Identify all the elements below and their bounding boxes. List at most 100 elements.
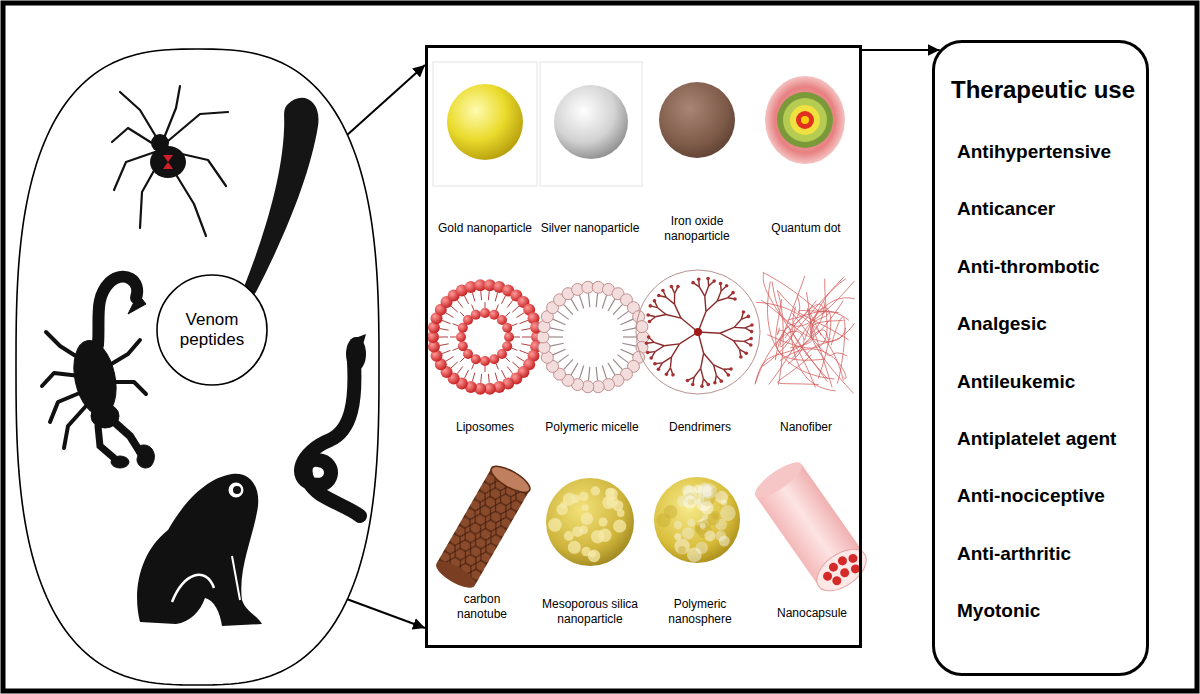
dendrimer-figure [731,291,735,295]
dendrimer-figure [645,341,649,345]
polymeric-nanosphere-figure [674,533,681,540]
liposome-figure [457,300,462,307]
center-label: Venom peptides [168,310,256,350]
dendrimer-figure [701,353,704,368]
liposome-figure [460,358,464,362]
dendrimer-figure [661,289,665,293]
nanofiber-figure [772,281,854,326]
dendrimer-figure [671,373,675,377]
liposome-figure [506,358,510,362]
liposome-figure [501,296,505,304]
micelle-figure [596,367,597,381]
scorpion-figure [135,445,154,468]
scorpion-figure [42,277,154,468]
dendrimer-figure [636,270,760,394]
nanocarrier-item: Polymeric micelle [540,420,644,435]
spider-figure [163,155,173,169]
spider-figure [112,86,228,236]
dendrimer-figure [657,368,661,372]
dendrimer-figure [676,285,680,289]
mesoporous-silica-figure [591,530,605,544]
nanocarrier-item: Dendrimers [650,420,750,435]
liposome-figure [472,364,474,370]
figure-frame [3,3,1197,691]
mesoporous-silica-figure [588,550,601,563]
micelle-figure [564,304,573,314]
liposome-figure [501,370,505,378]
dendrimer-figure [694,368,700,377]
dendrimer-figure [646,313,650,317]
silver-nanoparticle-figure [554,85,628,159]
polymeric-nanosphere-figure [682,527,694,539]
liposome-figure [480,374,482,383]
dendrimer-figure [704,353,714,365]
quantum-dot-figure [765,76,845,164]
liposome-figure [516,313,524,318]
therapeutic-item: Antileukemic [957,370,1075,394]
scorpion-figure [108,340,140,366]
micelle-figure [608,363,615,375]
dendrimer-figure [653,299,657,303]
micelle-figure [617,311,628,319]
dendrimer-figure [648,320,652,324]
carrier-label: Polymeric nanosphere [655,597,745,627]
spider-figure [168,112,228,141]
spider-figure [172,168,206,236]
flow-arrow [862,49,940,51]
spider-figure [114,152,155,190]
micelle-figure [636,321,648,333]
carrier-label: Nanofiber [756,420,856,435]
leech-figure [243,98,318,297]
liposome-figure [521,344,530,346]
nanocarrier-item: Polymeric nanosphere [655,597,745,627]
leech-figure [243,98,318,297]
therapeutic-item: Analgesic [957,312,1047,336]
liposome-figure [480,356,490,366]
liposome-figure [440,329,449,331]
nanocapsule-figure [819,549,865,591]
polymeric-nanosphere-figure [701,483,717,499]
quantum-dot-figure [777,92,833,148]
dendrimer-figure [647,335,651,339]
frog-figure [232,556,240,600]
dendrimer-figure [727,373,731,377]
gold-nanoparticle-figure [433,62,537,186]
therapeutic-item: Myotonic [957,599,1040,623]
mesoporous-silica-figure [548,518,562,532]
iron-oxide-figure [659,82,735,158]
polymeric-nanosphere-figure [694,485,702,493]
polymeric-nanosphere-figure [687,519,695,527]
venom-peptide-circle: Venom peptides [156,274,268,386]
mesoporous-silica-figure [572,526,583,537]
dendrimer-figure [691,281,695,285]
liposome-figure [471,310,481,320]
liposome-figure [521,329,530,331]
polymeric-nanosphere-figure [684,495,697,508]
dendrimer-figure [649,356,653,360]
dendrimer-figure [697,278,701,282]
liposome-figure [460,312,464,316]
nanocapsule-figure [821,570,834,583]
spider-figure [164,86,180,138]
dendrimer-figure [666,297,674,304]
liposome-figure [514,337,520,338]
nanofiber-figure [810,313,853,393]
mesoporous-silica-figure [560,502,567,509]
nanofiber-figure [807,308,832,387]
dendrimer-figure [666,314,681,318]
nanocarrier-panel: Gold nanoparticleSilver nanoparticleIron… [425,45,862,648]
dendrimer-figure [657,294,661,298]
spider-figure [150,146,186,178]
dendrimer-figure [691,383,695,387]
cobra-figure [301,362,360,516]
carrier-label: Quantum dot [756,221,856,236]
liposome-figure [456,332,466,342]
mesoporous-silica-figure [582,504,589,511]
dendrimer-figure [713,381,717,385]
dendrimer-figure [719,379,723,383]
liposome-figure [507,300,512,307]
dendrimer-figure [729,367,733,371]
nanocarrier-item: carbon nanotube [446,592,518,622]
dendrimer-figure [674,304,681,318]
carrier-label: Mesoporous silica nanoparticle [538,597,642,627]
